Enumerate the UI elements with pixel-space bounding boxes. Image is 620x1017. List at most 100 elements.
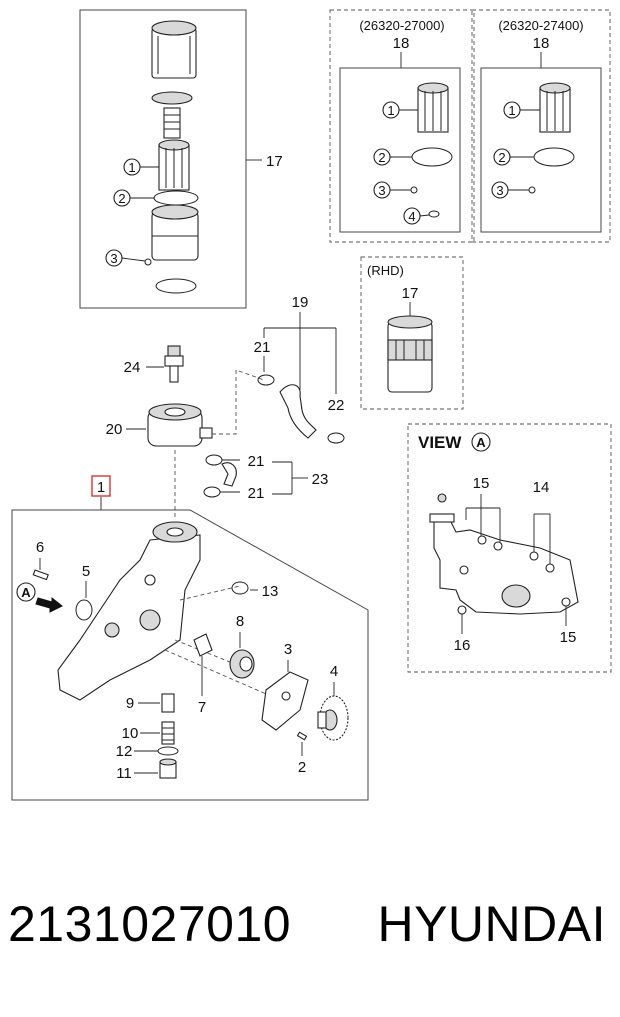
element-cartridge <box>417 82 449 133</box>
view-marker-circle <box>16 582 36 602</box>
drive-gear <box>317 695 349 741</box>
label-clamp-low: 21 <box>248 485 265 502</box>
hose-clamp <box>257 374 275 386</box>
filter-element <box>158 139 190 191</box>
pump-face-tab <box>429 513 455 523</box>
pump-face <box>433 519 579 615</box>
label-bolt-15-top: 15 <box>473 475 490 492</box>
view-marker: A <box>476 435 486 450</box>
hose-clamp <box>327 432 345 444</box>
part-number: 2131027010 <box>8 896 292 952</box>
element-seal <box>528 186 536 194</box>
view-marker: A <box>21 585 31 600</box>
plug-washer <box>157 746 179 756</box>
callout-2: 2 <box>118 191 125 206</box>
rhd-box: (RHD) 17 <box>360 256 464 410</box>
bolt-head <box>477 535 487 545</box>
rhd-filter-canister <box>387 315 433 393</box>
pump-assembly-box: 1 6 5 A 13 8 <box>11 475 369 801</box>
pump-rotor <box>229 649 255 679</box>
callout-2: 2 <box>378 150 385 165</box>
hose-clamp <box>205 454 223 466</box>
label-sensor: 24 <box>124 359 141 376</box>
bolt-head <box>493 541 503 551</box>
label-washer: 12 <box>116 743 133 760</box>
plug-cap <box>159 758 177 779</box>
label-plug: 9 <box>126 695 134 712</box>
pump-boss <box>104 622 120 638</box>
variant-label: 18 <box>393 35 410 52</box>
element-seal <box>410 186 418 194</box>
pump-boss <box>144 574 156 586</box>
flange-bore <box>166 527 184 537</box>
label-seal: 5 <box>82 563 90 580</box>
filter-housing <box>151 204 199 261</box>
view-a-box: VIEW A 15 14 16 15 <box>407 423 612 673</box>
hose-clamp <box>203 486 221 498</box>
bolt-head <box>545 563 555 573</box>
filter-cap-disc <box>151 91 193 105</box>
filter-spring <box>163 107 181 139</box>
oil-pump-body <box>57 534 201 701</box>
element-cartridge <box>539 82 571 133</box>
cover-hole <box>281 691 291 701</box>
assembly-callout-box <box>91 475 111 497</box>
pump-face-bore <box>501 584 531 608</box>
pump-cover <box>261 671 309 731</box>
filter-small-seal <box>144 258 152 266</box>
label-cap: 11 <box>116 765 132 782</box>
callout-1: 1 <box>128 160 135 175</box>
relief-plunger <box>161 693 175 713</box>
label-bracket: 7 <box>198 699 206 716</box>
filter-canister <box>151 20 197 79</box>
callout-3: 3 <box>496 183 503 198</box>
variant-box-27000: (26320-27000) 18 1 2 3 4 <box>329 9 475 243</box>
label-oring: 13 <box>262 583 279 600</box>
label-pin: 6 <box>36 539 44 556</box>
rhd-code: (RHD) <box>367 263 404 278</box>
variant-box-27400: (26320-27400) 18 1 2 3 <box>471 9 611 243</box>
oil-cooler <box>147 403 213 447</box>
relief-spring <box>161 721 175 745</box>
label-pump-assembly: 1 <box>97 479 105 496</box>
view-arrow <box>35 596 63 613</box>
label-rotor: 8 <box>236 613 244 630</box>
label-bolt-15-bottom: 15 <box>560 629 577 646</box>
label-spring: 10 <box>122 725 139 742</box>
label-bolt: 2 <box>298 759 306 776</box>
label-filter-assembly: 17 <box>266 153 283 170</box>
label-bolt-14: 14 <box>533 479 550 496</box>
filter-oring <box>153 190 199 206</box>
oil-hose <box>279 384 317 439</box>
oil-sensor <box>164 345 184 383</box>
callout-3: 3 <box>378 183 385 198</box>
brand-name: HYUNDAI <box>377 896 606 952</box>
filter-assembly-box: 1 2 3 17 <box>79 9 283 309</box>
callout-2: 2 <box>498 150 505 165</box>
label-cooler: 20 <box>106 421 123 438</box>
bolt-head <box>457 605 467 615</box>
small-oring <box>231 581 249 595</box>
element-oring <box>411 147 453 167</box>
dowel-pin <box>32 569 49 581</box>
oil-seal <box>75 599 93 621</box>
label-clamp-top: 21 <box>254 339 271 356</box>
label-clamp-group: 23 <box>312 471 329 488</box>
label-clamp-mid: 21 <box>248 453 265 470</box>
cover-bolt <box>296 731 308 741</box>
bolt-head <box>459 565 469 575</box>
variant-code: (26320-27000) <box>359 18 444 33</box>
element-washer <box>428 210 440 218</box>
callout-4: 4 <box>408 209 415 224</box>
callout-3: 3 <box>110 251 117 266</box>
label-hose: 19 <box>292 294 309 311</box>
bolt-head <box>437 493 447 503</box>
view-title: VIEW <box>418 433 462 452</box>
pump-boss <box>139 609 161 631</box>
footer: 2131027010 HYUNDAI <box>0 895 620 985</box>
filter-bottom-ring <box>155 278 197 294</box>
relief-bracket <box>193 633 213 657</box>
variant-code: (26320-27400) <box>498 18 583 33</box>
label-cover: 3 <box>284 641 292 658</box>
label-bolt-16: 16 <box>454 637 471 654</box>
